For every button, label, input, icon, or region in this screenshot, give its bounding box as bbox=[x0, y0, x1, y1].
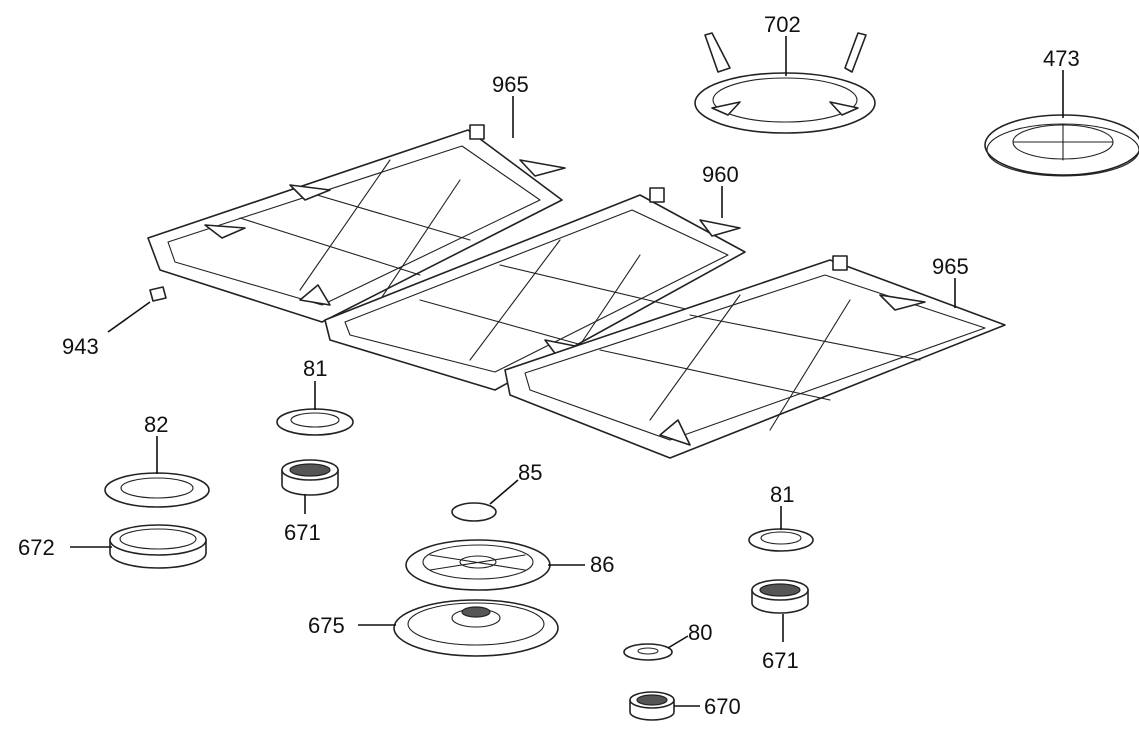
callout-671-left: 671 bbox=[284, 520, 321, 545]
ring-part-473 bbox=[984, 114, 1139, 177]
callout-473: 473 bbox=[1043, 46, 1080, 71]
callout-965-top: 965 bbox=[492, 72, 529, 97]
callout-670: 670 bbox=[704, 694, 741, 719]
callout-82: 82 bbox=[144, 412, 168, 437]
callout-80: 80 bbox=[688, 620, 712, 645]
leader-lines bbox=[70, 36, 1064, 707]
burner-head-671-right bbox=[751, 579, 809, 614]
burner-cap-86 bbox=[405, 539, 551, 591]
callout-86: 86 bbox=[590, 552, 614, 577]
burner-cap-80 bbox=[623, 643, 673, 661]
callout-671-right: 671 bbox=[762, 648, 799, 673]
burner-cap-82 bbox=[104, 472, 210, 508]
pan-support-grate-center bbox=[324, 187, 746, 391]
burner-head-671-left bbox=[281, 459, 339, 496]
callout-672: 672 bbox=[18, 535, 55, 560]
burner-cap-81-left bbox=[276, 408, 354, 436]
callout-81-right: 81 bbox=[770, 482, 794, 507]
burner-base-675 bbox=[393, 599, 559, 657]
callout-81-left: 81 bbox=[303, 356, 327, 381]
leader-85 bbox=[489, 479, 519, 505]
callout-943: 943 bbox=[62, 334, 99, 359]
callout-965-right: 965 bbox=[932, 254, 969, 279]
burner-cap-85 bbox=[451, 502, 497, 522]
leader-80 bbox=[667, 635, 689, 649]
callout-labels: 702 473 965 960 965 943 81 82 671 672 85… bbox=[18, 12, 1080, 719]
pan-support-grate-left bbox=[147, 124, 566, 323]
burner-head-672 bbox=[109, 524, 207, 569]
burner-cap-81-right bbox=[748, 528, 814, 552]
pan-support-grate-right bbox=[504, 255, 1006, 459]
callout-702: 702 bbox=[764, 12, 801, 37]
burner-head-670 bbox=[629, 691, 675, 721]
callout-85: 85 bbox=[518, 460, 542, 485]
wok-ring-702 bbox=[694, 32, 876, 134]
callout-960: 960 bbox=[702, 162, 739, 187]
clip-part-943 bbox=[149, 286, 167, 302]
callout-675: 675 bbox=[308, 613, 345, 638]
leader-943 bbox=[107, 301, 151, 333]
